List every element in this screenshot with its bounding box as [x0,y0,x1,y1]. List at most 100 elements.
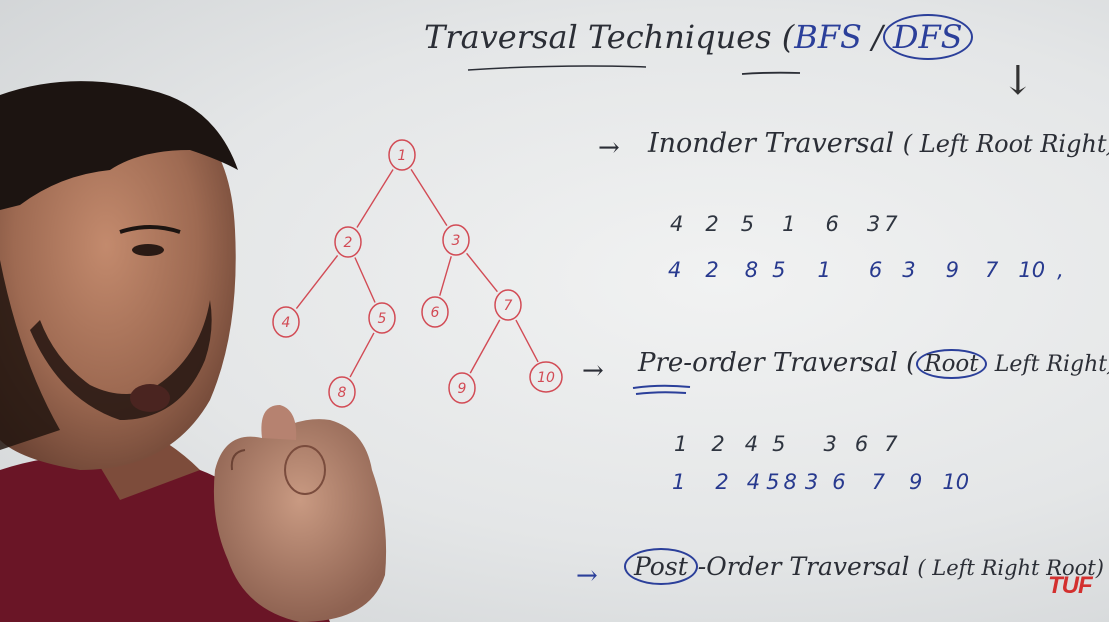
postorder-heading: Post-Order Traversal ( Left Right Root) [624,548,1104,585]
sequence-value: 8 [744,258,759,282]
inorder-rule: ( Left Root Right) [902,130,1109,158]
sequence-value: 4 [744,432,759,456]
preorder-arrow-icon: → [582,356,604,386]
sequence-value: 1 [672,470,686,494]
presenter-hand [213,405,387,622]
sequence-value: 4 [746,470,761,494]
presenter-head [0,81,238,470]
tree-node-label: 9 [458,381,467,397]
title-main: Traversal Techniques [424,18,772,56]
tree-node-label: 7 [504,298,513,314]
inorder-sequence-2: 4 2 8 5 1 6 3 9 7 10 , [668,258,1064,282]
tree-node: 7 [494,289,522,321]
bfs-underline [741,71,801,75]
inorder-label: Inonder Traversal [648,128,895,159]
sequence-value: 2 [715,470,729,494]
preorder-sequence-1: 1 2 4 5 3 6 7 [674,432,898,456]
sequence-value: 1 [817,258,831,282]
preorder-root-circled: Root [916,349,987,379]
tree-node: 6 [421,296,449,328]
sequence-value: 7 [884,212,898,236]
tree-node: 3 [442,224,470,256]
sequence-value: 9 [909,470,923,494]
sequence-value: 7 [985,258,999,282]
tree-node-circle [272,306,300,338]
tree-edge [349,332,375,378]
sequence-value: 6 [854,432,869,456]
tree-node: 8 [328,376,356,408]
tree-node-circle [494,289,522,321]
inorder-arrow-icon: → [598,133,620,163]
title-bfs: BFS [794,18,862,56]
tree-node: 1 [388,139,416,171]
preorder-rule-rest: Left Right) [994,352,1109,377]
sequence-value: 5 [772,258,786,282]
tree-node: 9 [448,372,476,404]
tree-node-circle [529,361,563,393]
tree-node-circle [388,139,416,171]
sequence-value: 6 [868,258,883,282]
board-title: Traversal Techniques (BFS /DFS [424,14,973,60]
tree-node-circle [421,296,449,328]
preorder-underline-blue [632,384,691,395]
presenter-eye [132,244,164,256]
tree-node-label: 8 [338,385,347,401]
sequence-value: 3 [866,212,881,236]
sequence-value: 1 [782,212,796,236]
sequence-value: 5 [766,470,780,494]
tree-edge [295,255,339,309]
tree-edge [354,257,376,303]
preorder-sequence-2: 1 2 4 5 8 3 6 7 9 10 [672,470,969,494]
down-arrow-icon: ↓ [1001,58,1035,104]
title-dfs: DFS [882,14,973,60]
postorder-rule: ( Left Right Root) [917,556,1104,580]
tree-node: 2 [334,226,362,258]
tree-node-circle [328,376,356,408]
tree-node-label: 6 [431,305,440,321]
preorder-label: Pre-order Traversal [638,348,898,378]
sequence-value: 3 [804,470,819,494]
sequence-value: 7 [884,432,898,456]
postorder-arrow-icon: → [576,561,598,591]
tree-node-label: 3 [452,233,461,249]
preorder-heading: Pre-order Traversal (Root Left Right) [638,348,1109,379]
sequence-value: 6 [832,470,846,494]
tree-node-label: 4 [282,315,291,331]
sequence-value: , [1057,258,1064,282]
tree-node-label: 2 [344,235,353,251]
sequence-value: 4 [668,258,682,282]
postorder-label: -Order Traversal [697,552,910,581]
sequence-value: 7 [871,470,885,494]
sequence-value: 10 [1018,258,1046,282]
tree-edge [466,252,498,293]
sequence-value: 5 [772,432,786,456]
postorder-post-circled: Post [624,548,698,585]
tree-edge [469,319,501,374]
tree-node-circle [448,372,476,404]
inorder-heading: Inonder Traversal ( Left Root Right) [648,128,1109,159]
title-underline [467,65,647,71]
tree-node-label: 10 [537,370,555,386]
sequence-value: 5 [740,212,755,236]
presenter-mouth [130,384,170,412]
tree-edge [439,256,452,296]
inorder-sequence-1: 4 2 5 1 6 3 7 [670,212,898,236]
sequence-value: 8 [783,470,797,494]
tree-node: 5 [368,302,396,334]
sequence-value: 2 [711,432,725,456]
sequence-value: 6 [825,212,839,236]
tree-node-label: 1 [398,148,407,164]
tree-edge [410,168,448,227]
tree-node-circle [334,226,362,258]
sequence-value: 3 [823,432,837,456]
tree-node-label: 5 [378,311,387,327]
sequence-value: 1 [674,432,688,456]
tree-edge [356,169,394,228]
sequence-value: 3 [902,258,916,282]
sequence-value: 2 [705,258,719,282]
tree-node-circle [442,224,470,256]
tree-node: 10 [529,361,563,393]
